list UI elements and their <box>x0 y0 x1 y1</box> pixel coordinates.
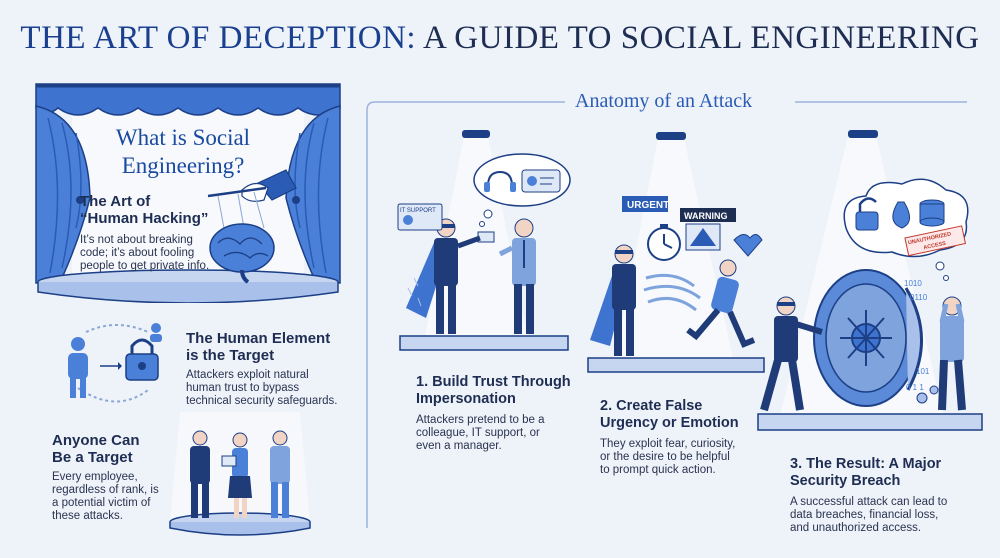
page-title: THE ART OF DECEPTION: A GUIDE TO SOCIAL … <box>0 20 1000 57</box>
trust-cycle-illustration <box>68 323 162 403</box>
anyone-body-line: regardless of rank, is <box>52 484 159 496</box>
step1-illustration: IT SUPPORT <box>397 130 571 351</box>
urgent-tag: URGENT <box>622 196 669 212</box>
victim-figure <box>498 218 536 334</box>
binary-stream: 1010 0110 101 0 1 1 <box>904 279 930 392</box>
step1-body-line: Attackers pretend to be a <box>416 414 545 426</box>
attacker-figure: IT SUPPORT <box>397 203 495 334</box>
human-element-body-line: Attackers exploit natural <box>186 369 309 381</box>
step1-body-line: even a manager. <box>416 440 502 452</box>
title-part1: THE ART OF DECEPTION: <box>20 20 417 56</box>
step1-text: 1. Build Trust Through Impersonation Att… <box>416 374 586 453</box>
human-element-body-line: human trust to bypass <box>186 382 300 394</box>
stopwatch-icon <box>647 224 681 261</box>
warning-tag: WARNING <box>680 208 736 251</box>
person-icon <box>150 323 162 342</box>
running-victim-figure <box>686 259 756 348</box>
vault-door-icon <box>813 269 923 407</box>
step3-illustration: UNAUTHORIZED ACCESS 1010 0110 101 0 1 1 <box>757 130 983 431</box>
intro-heading-line2: “Human Hacking” <box>80 210 209 227</box>
puppeteer-hand-icon <box>207 169 297 229</box>
anyone-heading-line2: Be a Target <box>52 449 133 466</box>
step2-heading-line1: 2. Create False <box>600 398 703 414</box>
money-bag-icon <box>892 201 910 229</box>
step2-illustration: URGENT WARNING <box>587 132 765 373</box>
anyone-block: Anyone Can Be a Target Every employee, r… <box>52 432 182 523</box>
human-element-heading-line2: is the Target <box>186 347 275 364</box>
step3-text: 3. The Result: A Major Security Breach A… <box>790 456 990 535</box>
intro-body-line: code; it’s about fooling <box>80 247 195 259</box>
employee-figure <box>270 430 290 518</box>
step1-body-line: colleague, IT support, or <box>416 427 540 439</box>
step2-body-line: They exploit fear, curiosity, <box>600 438 736 450</box>
step2-body-line: to prompt quick action. <box>600 464 716 476</box>
employee-figure <box>221 432 252 518</box>
anatomy-title: Anatomy of an Attack <box>575 90 753 112</box>
svg-text:0 1 1: 0 1 1 <box>906 383 924 392</box>
human-element-body-line: technical security safeguards. <box>186 395 338 407</box>
unlocked-padlock-icon <box>855 197 879 231</box>
anyone-heading-line1: Anyone Can <box>52 432 140 449</box>
stamp-line2: ACCESS <box>923 241 947 252</box>
attacker-figure <box>590 244 636 356</box>
warning-label: WARNING <box>684 211 728 221</box>
broken-heart-icon <box>733 234 763 257</box>
database-icon <box>919 199 945 227</box>
step3-body-line: data breaches, financial loss, <box>790 509 939 521</box>
step2-heading-line2: Urgency or Emotion <box>600 415 739 431</box>
anyone-body-line: Every employee, <box>52 471 138 483</box>
employee-figure <box>190 430 210 518</box>
step3-heading-line1: 3. The Result: A Major <box>790 456 942 472</box>
anyone-body-line: these attacks. <box>52 510 123 522</box>
step1-heading-line2: Impersonation <box>416 391 516 407</box>
stage-title: What is Social Engineering? <box>98 124 268 180</box>
brain-icon <box>209 223 275 284</box>
theater-stage-illustration <box>35 83 341 303</box>
human-element-heading-line1: The Human Element <box>186 330 331 347</box>
person-icon <box>68 337 88 398</box>
shocked-victim-figure <box>938 296 966 411</box>
anatomy-frame <box>366 101 967 528</box>
intro-body-line: It’s not about breaking <box>80 234 193 246</box>
thought-bubble <box>473 153 571 227</box>
step3-body-line: and unauthorized access. <box>790 522 922 534</box>
step2-body-line: or the desire to be helpful <box>600 451 730 463</box>
attacker-figure <box>760 296 823 412</box>
intro-block: The Art of “Human Hacking” It’s not abou… <box>80 193 210 273</box>
employees-spotlight-illustration <box>169 412 311 536</box>
step2-text: 2. Create False Urgency or Emotion They … <box>600 398 780 477</box>
step1-heading-line1: 1. Build Trust Through <box>416 374 571 390</box>
thought-bubble: UNAUTHORIZED ACCESS <box>843 178 969 281</box>
svg-text:1010: 1010 <box>904 279 922 288</box>
step3-heading-line2: Security Breach <box>790 473 901 489</box>
badge-text: IT SUPPORT <box>400 208 436 214</box>
intro-heading-line1: The Art of <box>80 193 151 210</box>
urgent-label: URGENT <box>627 200 669 211</box>
title-part2: A GUIDE TO SOCIAL ENGINEERING <box>423 20 980 56</box>
headset-icon <box>487 170 513 187</box>
step3-body-line: A successful attack can lead to <box>790 496 948 508</box>
stage-title-line1: What is Social <box>115 125 251 150</box>
anyone-body-line: a potential victim of <box>52 497 151 509</box>
intro-body-line: people to get private info. <box>80 260 210 272</box>
id-card-icon <box>521 169 561 193</box>
human-element-block: The Human Element is the Target Attacker… <box>186 330 346 408</box>
unauthorized-stamp: UNAUTHORIZED ACCESS <box>904 225 967 257</box>
svg-text:0110: 0110 <box>910 293 928 302</box>
stage-title-line2: Engineering? <box>121 153 245 178</box>
svg-text:101: 101 <box>916 367 930 376</box>
padlock-icon <box>125 338 159 381</box>
